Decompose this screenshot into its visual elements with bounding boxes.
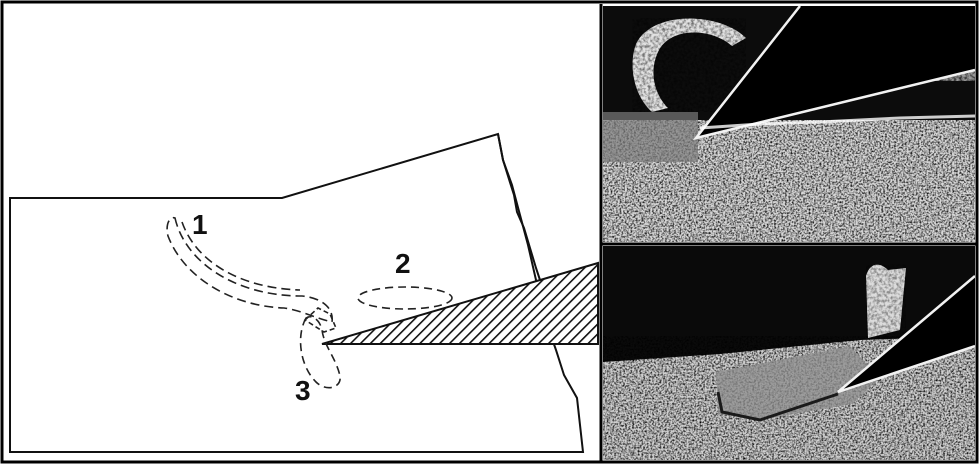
micrograph-top [603,6,975,242]
micrograph-bottom [603,246,975,460]
label-1: 1 [192,209,208,240]
label-2: 2 [395,248,411,279]
label-3: 3 [295,375,311,406]
schematic-panel: 1 2 3 [10,134,598,452]
